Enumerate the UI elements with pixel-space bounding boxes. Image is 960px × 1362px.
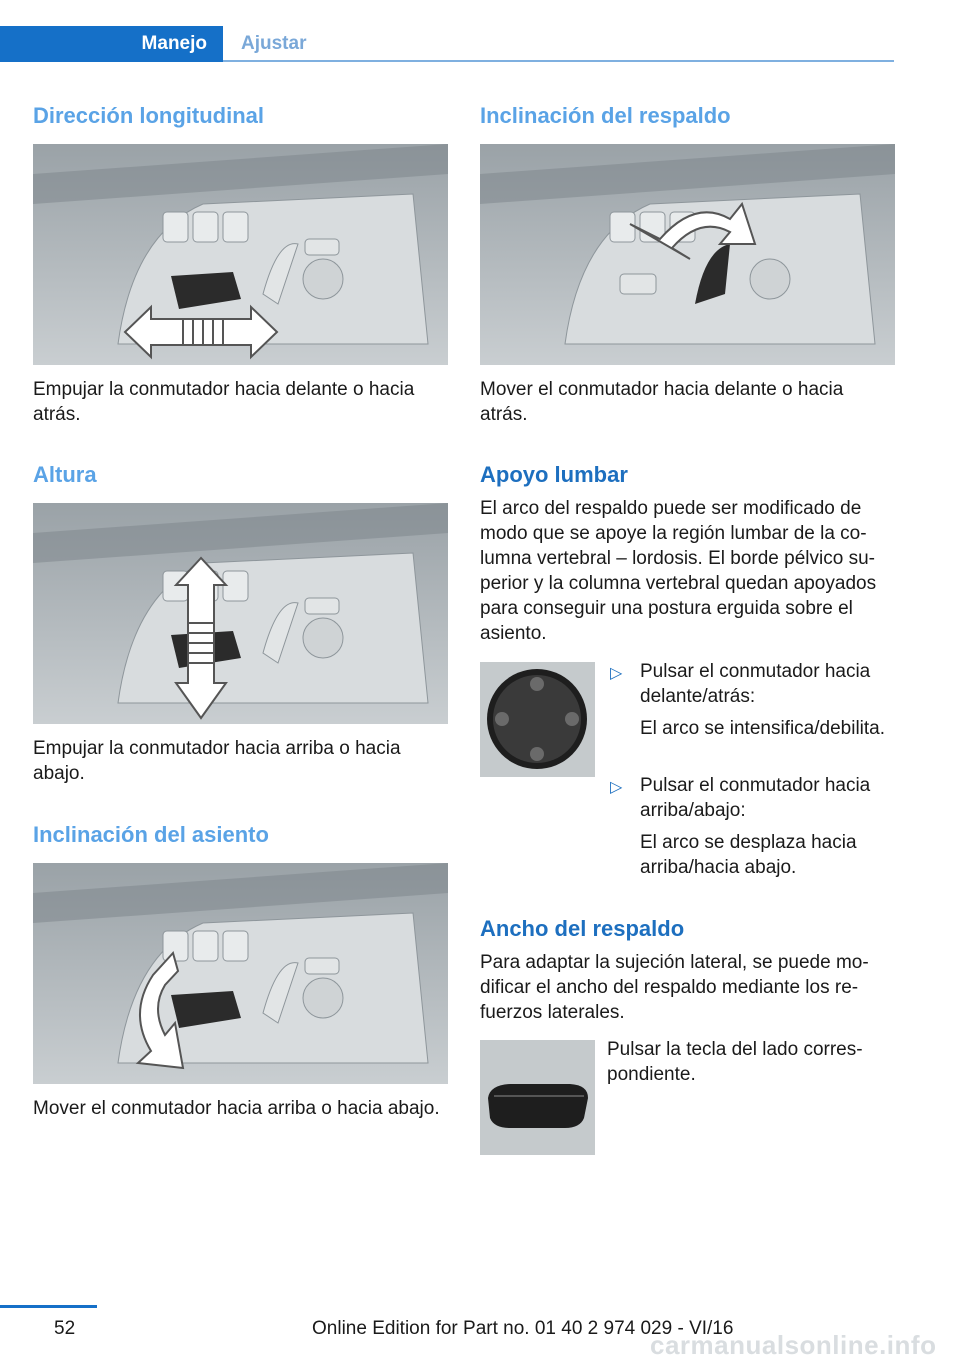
watermark: carmanualsonline.info bbox=[650, 1330, 937, 1360]
footer-divider bbox=[0, 1305, 97, 1308]
width-control-photo bbox=[480, 1040, 595, 1155]
text-ancho-respaldo: Para adaptar la sujeción lateral, se pue… bbox=[480, 952, 869, 1023]
page-number: 52 bbox=[54, 1318, 76, 1339]
bullet-result: El arco se intensifica/debi­lita. bbox=[640, 718, 886, 739]
section-title-apoyo-lumbar: Apoyo lumbar bbox=[480, 462, 628, 487]
triangle-bullet-icon: ▷ bbox=[610, 779, 623, 796]
seat-control-photo-altura bbox=[33, 503, 448, 724]
section-title-altura: Altura bbox=[33, 462, 97, 487]
text-ancho-respaldo-side: Pulsar la tecla del lado corres­pondient… bbox=[607, 1039, 863, 1085]
section-title-ancho-respaldo: Ancho del respaldo bbox=[480, 916, 685, 941]
seat-control-photo-longitudinal bbox=[33, 144, 448, 365]
bullet-instruction: Pulsar el conmutador hacia arriba/abajo: bbox=[640, 775, 871, 821]
section-title-inclinacion-respaldo: Inclinación del respaldo bbox=[480, 103, 731, 128]
text-inclinacion-respaldo: Mover el conmutador hacia delante o haci… bbox=[480, 379, 844, 425]
tab-ajustar[interactable]: Ajustar bbox=[241, 33, 307, 54]
list-item: ▷ Pulsar el conmutador hacia delante/atr… bbox=[610, 659, 900, 769]
list-item: ▷ Pulsar el conmutador hacia arriba/abaj… bbox=[610, 773, 900, 883]
section-title-direccion-longitudinal: Dirección longitudinal bbox=[33, 103, 265, 128]
header-divider bbox=[223, 60, 894, 62]
text-inclinacion-asiento: Mover el conmutador hacia arriba o hacia… bbox=[33, 1098, 440, 1119]
text-direccion-longitudinal: Empujar la conmutador hacia delante o ha… bbox=[33, 379, 415, 425]
seat-control-photo-inclinacion-asiento bbox=[33, 863, 448, 1084]
section-title-inclinacion-asiento: Inclinación del asiento bbox=[33, 822, 269, 847]
chapter-header: Manejo Ajustar bbox=[0, 26, 894, 62]
tab-manejo[interactable]: Manejo bbox=[0, 26, 223, 62]
bullet-instruction: Pulsar el conmutador hacia delante/atrás… bbox=[640, 661, 871, 707]
text-apoyo-lumbar: El arco del respaldo puede ser modificad… bbox=[480, 498, 877, 644]
text-altura: Empujar la conmutador hacia arriba o hac… bbox=[33, 738, 401, 784]
edition-text: Online Edition for Part no. 01 40 2 974 … bbox=[312, 1318, 734, 1339]
lumbar-control-photo bbox=[480, 662, 595, 777]
bullet-result: El arco se desplaza hacia arriba/hacia a… bbox=[640, 832, 857, 878]
triangle-bullet-icon: ▷ bbox=[610, 665, 623, 682]
seat-control-photo-inclinacion-respaldo bbox=[480, 144, 895, 365]
